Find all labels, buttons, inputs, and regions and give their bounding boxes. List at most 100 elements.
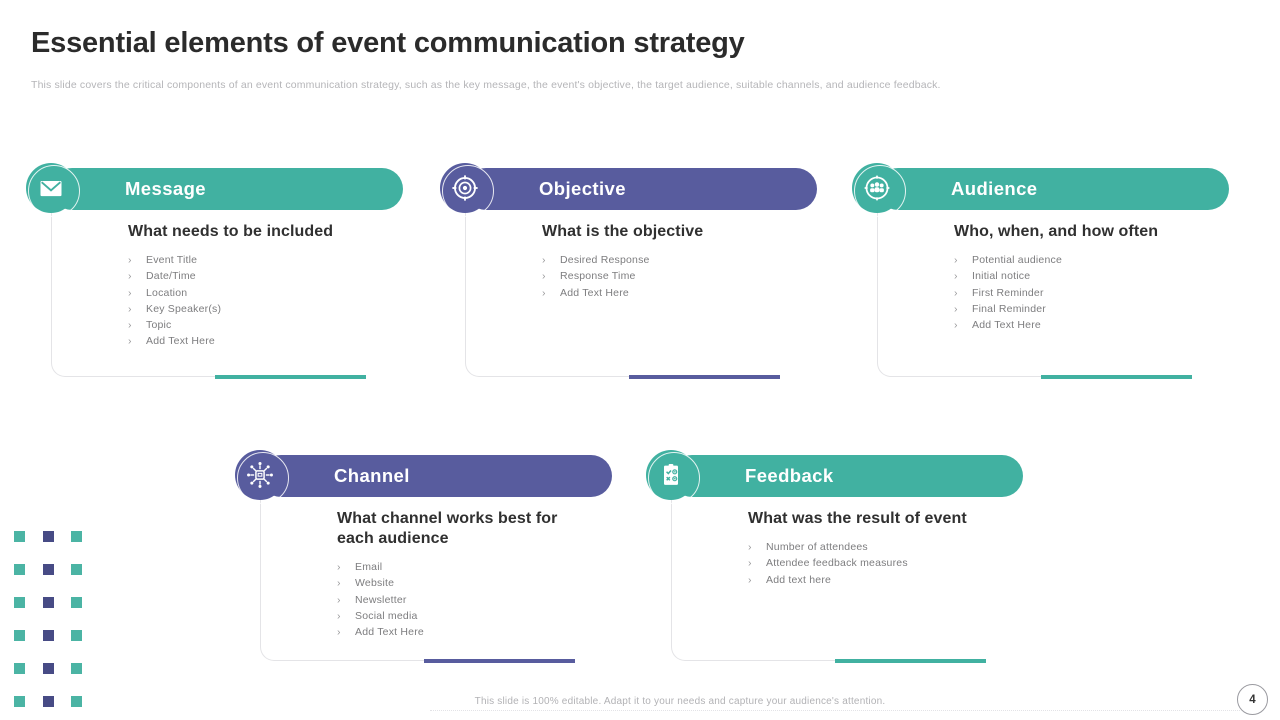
bullet-chevron-icon: › bbox=[954, 254, 958, 266]
card-header-feedback: Feedback bbox=[671, 455, 1023, 497]
bullet-chevron-icon: › bbox=[337, 593, 341, 606]
card-header-audience: Audience bbox=[877, 168, 1229, 210]
list-item-label: Key Speaker(s) bbox=[146, 302, 222, 315]
decorative-square bbox=[71, 597, 82, 608]
list-item-label: Website bbox=[355, 577, 395, 590]
dot-grid bbox=[14, 531, 82, 707]
card-objective: Objective What is the objective › Desired… bbox=[440, 163, 860, 393]
list-item: ›Final Reminder bbox=[954, 301, 1191, 317]
footer-note: This slide is 100% editable. Adapt it to… bbox=[474, 696, 886, 707]
list-item: › Desired Response bbox=[542, 252, 779, 268]
card-list: › Potential audience › Initial notice ›First… bbox=[954, 252, 1191, 333]
list-item: › Location bbox=[128, 285, 365, 301]
card-body: What is the objective ›Desired Response›… bbox=[465, 210, 780, 379]
decorative-square bbox=[71, 564, 82, 575]
list-item-label: Initial notice bbox=[972, 270, 1031, 283]
bullet-chevron-icon: › bbox=[337, 626, 341, 639]
card-title: Objective bbox=[539, 178, 626, 199]
card-message: Message What needs to be included ›Event… bbox=[26, 163, 446, 393]
card-list: › Desired Response › Response Time › Add Text… bbox=[542, 252, 779, 301]
decorative-square bbox=[71, 696, 82, 707]
list-item: › Newsletter bbox=[337, 592, 574, 608]
card-list: ›Email›Website›Newsletter›Social media›A… bbox=[337, 559, 574, 640]
list-item: › Response Time bbox=[542, 268, 779, 284]
bullet-chevron-icon: › bbox=[128, 319, 132, 332]
bullet-chevron-icon: › bbox=[954, 270, 958, 283]
badge-objective bbox=[440, 163, 490, 213]
card-title: Feedback bbox=[745, 465, 834, 486]
card-list: ›Event Title›Date/Time›Location›Key Spea… bbox=[128, 252, 365, 350]
list-item-label: Response Time bbox=[560, 270, 636, 283]
badge-feedback bbox=[646, 450, 696, 500]
page-number-badge: 4 bbox=[1237, 684, 1268, 715]
list-item: › Initial notice bbox=[954, 268, 1191, 284]
list-item: ›Number of attendees bbox=[748, 539, 985, 555]
list-item: ›Website bbox=[337, 575, 574, 591]
list-item: ›First Reminder bbox=[954, 285, 1191, 301]
list-item-label: Social media bbox=[355, 609, 418, 622]
list-item-label: Potential audience bbox=[972, 254, 1062, 266]
list-item: ›Event Title bbox=[128, 252, 365, 268]
network-hub-icon bbox=[247, 462, 273, 488]
bullet-chevron-icon: › bbox=[128, 335, 132, 348]
accent-bar bbox=[629, 374, 780, 379]
list-item-label: First Reminder bbox=[972, 286, 1044, 299]
card-feedback: Feedback What was the result of event ›N… bbox=[646, 450, 1066, 680]
card-list: ›Number of attendees›Attendee feedback m… bbox=[748, 539, 985, 588]
slide-subtitle: This slide covers the critical component… bbox=[31, 79, 941, 91]
list-item: › Add Text Here bbox=[542, 285, 779, 301]
clipboard-checklist-icon bbox=[664, 464, 678, 485]
bullet-chevron-icon: › bbox=[748, 541, 752, 553]
decorative-square bbox=[71, 663, 82, 674]
bullet-chevron-icon: › bbox=[128, 254, 132, 266]
card-channel: Channel bbox=[235, 450, 655, 680]
card-body: What channel works best for each audienc… bbox=[260, 497, 575, 663]
audience-group-icon bbox=[864, 175, 890, 201]
bullet-chevron-icon: › bbox=[748, 573, 752, 586]
list-item: › Date/Time bbox=[128, 268, 365, 284]
list-item-label: Date/Time bbox=[146, 270, 196, 283]
list-item-label: Topic bbox=[146, 319, 172, 332]
card-body: Who, when, and how often ›Potential audi… bbox=[877, 210, 1192, 379]
decorative-square bbox=[14, 564, 25, 575]
list-item-label: Newsletter bbox=[355, 593, 407, 606]
list-item: › Add Text Here bbox=[128, 333, 365, 349]
decorative-square bbox=[42, 696, 54, 707]
bullet-chevron-icon: › bbox=[542, 270, 546, 283]
bullet-chevron-icon: › bbox=[542, 286, 546, 299]
list-item-label: Add Text Here bbox=[355, 626, 424, 639]
decorative-square bbox=[42, 531, 54, 542]
list-item-label: Location bbox=[146, 286, 188, 299]
card-heading: What is the objective bbox=[542, 223, 704, 240]
list-item: ›Add text here bbox=[748, 572, 985, 588]
bullet-chevron-icon: › bbox=[128, 270, 132, 283]
list-item: › Potential audience bbox=[954, 252, 1191, 268]
decorative-square bbox=[42, 597, 54, 608]
badge-message bbox=[26, 163, 76, 213]
list-item: ›Attendee feedback measures bbox=[748, 555, 985, 571]
accent-bar bbox=[215, 374, 366, 379]
decorative-square bbox=[14, 531, 25, 542]
card-header-objective: Objective bbox=[465, 168, 817, 210]
list-item-label: Desired Response bbox=[560, 254, 650, 266]
card-audience: Audience Who, when, and how often ›Poten… bbox=[852, 163, 1272, 393]
bullet-chevron-icon: › bbox=[542, 254, 546, 266]
card-title: Channel bbox=[334, 465, 410, 486]
list-item-label: Email bbox=[355, 561, 383, 573]
page-title: Essential elements of event communicatio… bbox=[31, 27, 745, 59]
decorative-square bbox=[42, 564, 54, 575]
list-item: ›Email bbox=[337, 559, 574, 575]
decorative-square bbox=[71, 531, 82, 542]
list-item-label: Add Text Here bbox=[560, 286, 629, 299]
bullet-chevron-icon: › bbox=[748, 557, 752, 570]
list-item-label: Add Text Here bbox=[146, 335, 215, 348]
card-body: What needs to be included ›Event Title›D… bbox=[51, 210, 366, 379]
footer-divider bbox=[430, 710, 1240, 711]
decorative-square bbox=[14, 696, 25, 707]
badge-channel bbox=[235, 450, 285, 500]
bullet-chevron-icon: › bbox=[128, 286, 132, 299]
card-heading: What was the result of event bbox=[748, 510, 967, 527]
page-number: 4 bbox=[1249, 693, 1256, 706]
accent-bar bbox=[1041, 374, 1192, 379]
